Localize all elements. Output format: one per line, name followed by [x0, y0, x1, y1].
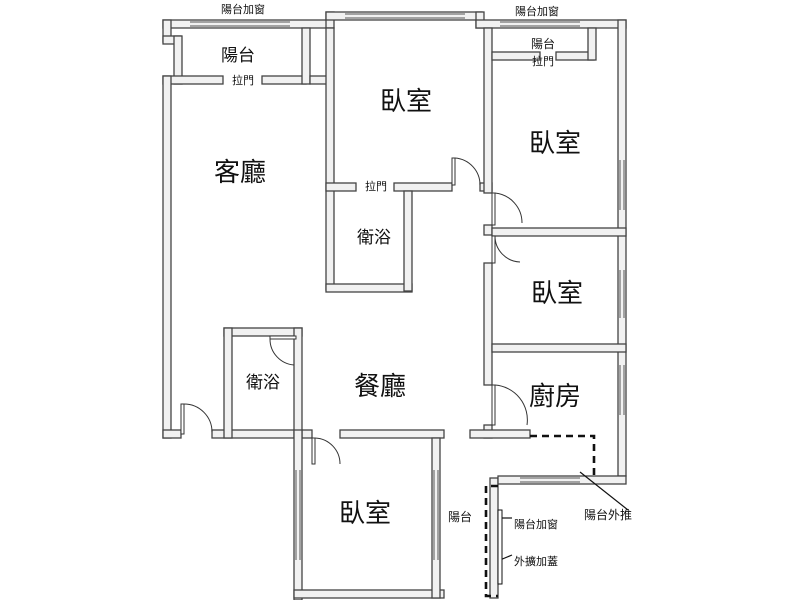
walls: [162, 11, 627, 600]
door-swings: [180, 157, 528, 465]
balcony-window-label-bottom: 陽台加窗: [514, 517, 558, 531]
bedroom-bottom-label: 臥室: [339, 499, 391, 529]
kitchen-label: 廚房: [529, 382, 581, 412]
bedroom-right-top-label: 臥室: [529, 129, 581, 159]
bath-left-label: 衛浴: [246, 373, 280, 393]
extension-outline: [484, 434, 629, 598]
sliding-door-label-1: 拉門: [232, 73, 254, 87]
dining-room-label: 餐廳: [354, 372, 406, 402]
balcony-top-left-label: 陽台: [221, 46, 255, 66]
bedroom-top-label: 臥室: [380, 87, 432, 117]
balcony-extension-label: 陽台外推: [584, 507, 632, 522]
balcony-window-label-top-left: 陽台加窗: [221, 2, 265, 16]
balcony-top-right-label: 陽台: [531, 36, 555, 51]
sliding-door-label-3: 拉門: [532, 54, 554, 68]
living-room-label: 客廳: [214, 158, 266, 188]
extension-cover-label: 外擴加蓋: [514, 554, 558, 568]
balcony-window-label-top-right: 陽台加窗: [515, 4, 559, 18]
windows: [190, 13, 625, 560]
bedroom-right-mid-label: 臥室: [531, 279, 583, 309]
balcony-bottom-label: 陽台: [448, 509, 472, 524]
sliding-door-label-2: 拉門: [365, 179, 387, 193]
bath-center-label: 衛浴: [357, 228, 391, 248]
